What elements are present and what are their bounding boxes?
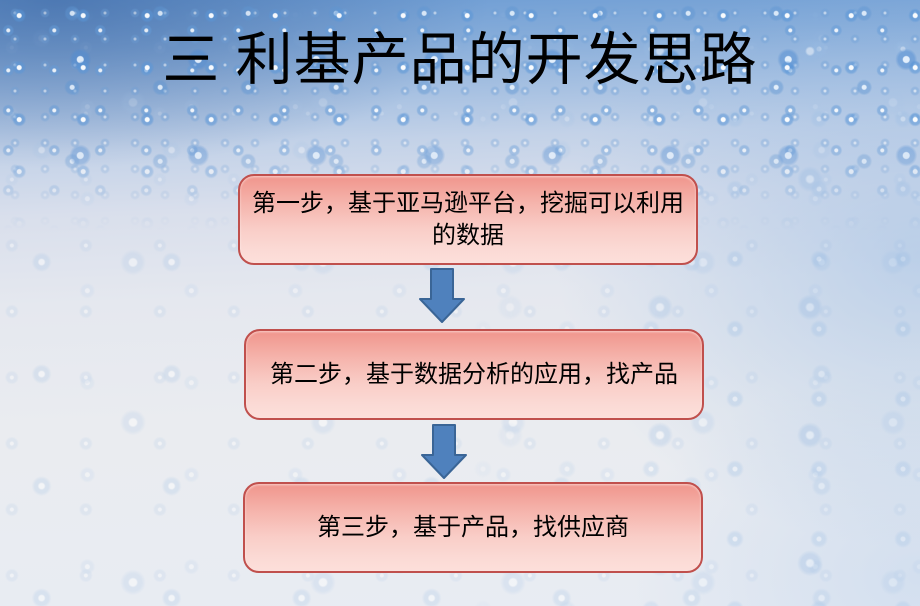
step-2-text-line-1: 第二步，基于数据分析的应用，找产品: [270, 361, 678, 388]
flow-step-2-box: 第二步，基于数据分析的应用，找产品: [244, 329, 704, 420]
step-1-text-line-2: 的数据: [432, 222, 504, 249]
down-arrow-icon: [421, 424, 467, 479]
step-3-text-line-1: 第三步，基于产品，找供应商: [317, 514, 629, 541]
slide-title: 三 利基产品的开发思路: [162, 29, 758, 92]
flow-step-1-box: 第一步，基于亚马逊平台，挖掘可以利用 的数据: [238, 174, 698, 265]
down-arrow-icon: [419, 268, 465, 323]
step-1-text-line-1: 第一步，基于亚马逊平台，挖掘可以利用: [252, 190, 684, 217]
flow-step-3-box: 第三步，基于产品，找供应商: [243, 482, 703, 573]
